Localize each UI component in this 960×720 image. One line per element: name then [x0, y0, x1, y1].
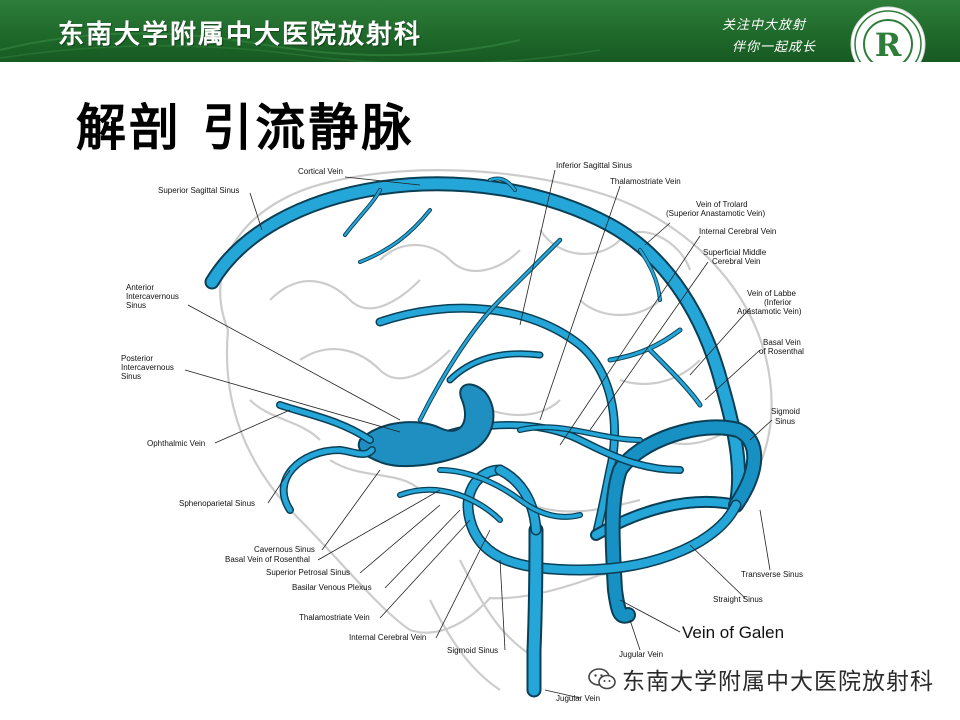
label-basilar-venous-plexus: Basilar Venous Plexus — [292, 583, 372, 592]
watermark-text: 东南大学附属中大医院放射科 — [622, 669, 934, 695]
label-vein-of-trolard-1: Vein of Trolard — [696, 200, 748, 209]
header-decoration — [0, 32, 601, 62]
leader-lines — [184, 169, 773, 699]
vein-of-labbe — [607, 327, 703, 408]
label-transverse-sinus: Transverse Sinus — [741, 570, 803, 579]
label-posterior-intercavernous-3: Sinus — [121, 372, 141, 381]
label-posterior-intercavernous-2: Intercavernous — [121, 363, 174, 372]
label-vein-of-labbe-2: (Inferior — [764, 298, 792, 307]
label-sigmoid-sinus-1: Sigmoid — [771, 407, 800, 416]
label-basal-vein-rosenthal: Basal Vein of Rosenthal — [225, 555, 310, 564]
sphenoparietal-sinus — [279, 445, 376, 514]
label-superior-sagittal-sinus: Superior Sagittal Sinus — [158, 186, 239, 195]
header-slogan-line1: 关注中大放射 — [722, 18, 807, 33]
label-inferior-sagittal-sinus: Inferior Sagittal Sinus — [556, 161, 632, 170]
vein-network — [204, 176, 763, 698]
header-slogan-line2: 伴你一起成长 — [732, 40, 817, 55]
label-thalamostriate-vein-top: Thalamostriate Vein — [610, 177, 681, 186]
cavernous-sinus — [357, 383, 495, 468]
label-superior-petrosal-sinus: Superior Petrosal Sinus — [266, 568, 350, 577]
label-internal-cerebral-vein-top: Internal Cerebral Vein — [699, 227, 776, 236]
header-title: 东南大学附属中大医院放射科 — [58, 20, 423, 50]
label-basal-vein-2: of Rosenthal — [759, 347, 804, 356]
label-posterior-intercavernous-1: Posterior — [121, 354, 153, 363]
label-sigmoid-sinus-bottom: Sigmoid Sinus — [447, 646, 498, 655]
label-sphenoparietal-sinus: Sphenoparietal Sinus — [179, 499, 255, 508]
label-vein-of-labbe-3: Anastamotic Vein) — [737, 307, 802, 316]
anatomy-labels: Superior Sagittal Sinus Cortical Vein An… — [121, 161, 804, 703]
header-bar: 东南大学附属中大医院放射科 关注中大放射 伴你一起成长 R — [0, 0, 960, 62]
label-vein-of-trolard-2: (Superior Anastamotic Vein) — [666, 209, 765, 218]
label-sigmoid-sinus-2: Sinus — [775, 417, 795, 426]
vein-of-trolard — [417, 237, 563, 423]
label-thalamostriate-vein: Thalamostriate Vein — [299, 613, 370, 622]
label-anterior-intercavernous-3: Sinus — [126, 301, 146, 310]
label-ophthalmic-vein: Ophthalmic Vein — [147, 439, 205, 448]
label-internal-cerebral-vein: Internal Cerebral Vein — [349, 633, 426, 642]
label-anterior-intercavernous-2: Intercavernous — [126, 292, 179, 301]
label-superficial-middle-1: Superficial Middle — [703, 248, 767, 257]
slide-title: 解剖 引流静脉 — [76, 99, 415, 157]
label-cortical-vein: Cortical Vein — [298, 167, 343, 176]
label-cavernous-sinus: Cavernous Sinus — [254, 545, 315, 554]
cortical-vein-2 — [358, 208, 432, 264]
label-anterior-intercavernous-1: Anterior — [126, 283, 154, 292]
wechat-icon — [588, 668, 616, 690]
hospital-logo: R — [850, 6, 926, 62]
label-jugular-vein-bottom: Jugular Vein — [556, 694, 600, 703]
label-superficial-middle-2: Cerebral Vein — [712, 257, 760, 266]
label-vein-of-galen: Vein of Galen — [682, 623, 784, 642]
label-jugular-vein-right: Jugular Vein — [619, 650, 663, 659]
label-basal-vein-1: Basal Vein — [763, 338, 801, 347]
logo-letter: R — [875, 26, 902, 62]
label-vein-of-labbe-1: Vein of Labbe — [747, 289, 796, 298]
label-straight-sinus: Straight Sinus — [713, 595, 763, 604]
watermark: 东南大学附属中大医院放射科 — [588, 662, 934, 696]
